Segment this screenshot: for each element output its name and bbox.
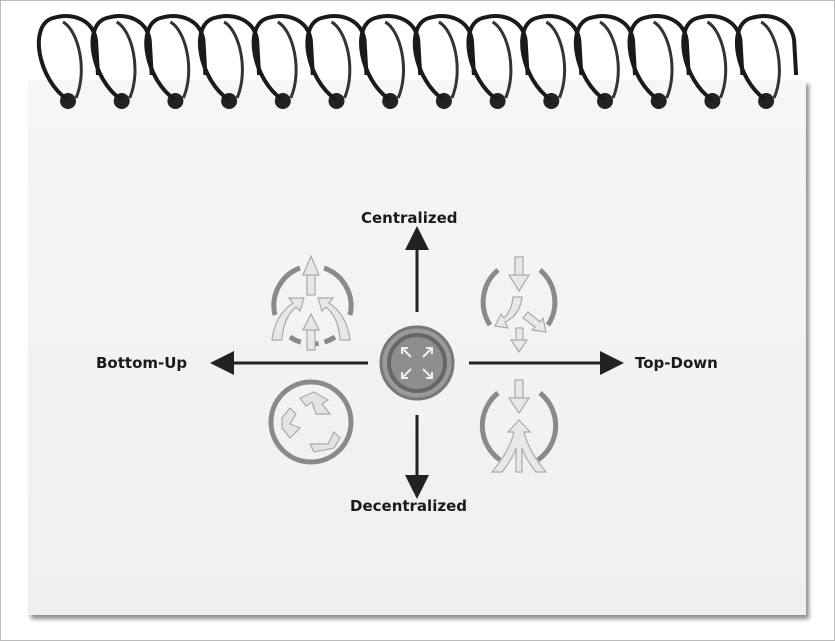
recycle-icon — [268, 379, 354, 465]
spiral-ring — [197, 14, 262, 109]
spiral-ring — [36, 14, 100, 109]
diverging-down-arrows-icon — [480, 256, 558, 354]
spiral-ring — [681, 14, 745, 109]
spiral-ring — [734, 14, 799, 109]
spiral-ring — [412, 14, 476, 109]
spiral-ring — [520, 14, 584, 109]
converging-up-arrows-icon — [271, 254, 354, 351]
spiral-binding — [36, 14, 799, 109]
spiral-ring — [251, 14, 315, 109]
axes — [210, 226, 624, 499]
expand-arrows-icon — [379, 325, 455, 401]
spiral-ring — [573, 14, 637, 109]
spiral-ring — [90, 14, 154, 109]
spiral-ring — [305, 14, 369, 109]
spiral-ring — [627, 14, 691, 109]
spiral-ring — [144, 14, 208, 109]
spiral-ring — [359, 14, 423, 109]
axis-label-right: Top-Down — [635, 354, 718, 372]
axis-label-bottom: Decentralized — [350, 497, 467, 515]
axis-label-left: Bottom-Up — [96, 354, 188, 372]
merge-arrows-icon — [479, 379, 559, 473]
axis-label-top: Centralized — [361, 209, 458, 227]
spiral-ring — [466, 14, 530, 109]
